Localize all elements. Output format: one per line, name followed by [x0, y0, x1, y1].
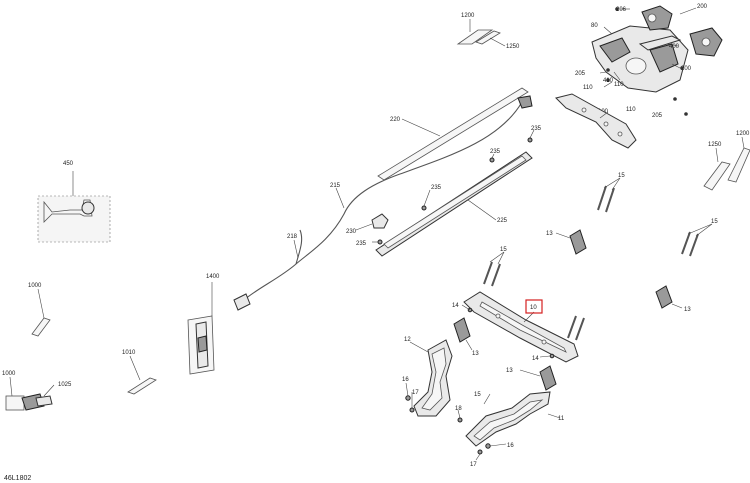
callout-1000-lower: 1000: [2, 371, 16, 377]
callout-16-right: 16: [507, 443, 514, 449]
callout-15-a: 15: [618, 173, 625, 179]
callout-12: 12: [404, 337, 411, 343]
part-15-pins: [483, 177, 713, 405]
callout-10: 10: [530, 305, 537, 311]
callout-1200-top: 1200: [461, 13, 475, 19]
callout-13-b: 13: [684, 307, 691, 313]
part-16-17-18-fasteners: [405, 382, 507, 461]
callout-205-right: 205: [652, 113, 663, 119]
part-11-bracket: [465, 391, 561, 447]
callout-15-c: 15: [500, 247, 507, 253]
callout-15-b: 15: [711, 219, 718, 225]
part-10-bracket: [461, 291, 579, 363]
headlight-housing-assembly: [591, 5, 723, 116]
callout-200-right: 200: [681, 66, 692, 72]
callout-410: 410: [603, 78, 614, 84]
part-1000-plate-a: [31, 288, 51, 337]
callout-13-a: 13: [546, 231, 553, 237]
part-13-bumpers: [453, 229, 683, 391]
callout-215: 215: [330, 183, 341, 189]
callout-218: 218: [287, 234, 298, 240]
callout-1250-right: 1250: [708, 142, 722, 148]
callout-235-c: 235: [431, 185, 442, 191]
part-225-rail: [375, 151, 533, 257]
callout-450: 450: [63, 161, 74, 167]
callout-1400: 1400: [206, 274, 220, 280]
callout-17-left: 17: [412, 390, 419, 396]
callout-110-left: 110: [614, 82, 624, 88]
part-12-bracket: [409, 339, 453, 417]
callout-80: 80: [591, 23, 598, 29]
callout-1025: 1025: [58, 382, 72, 388]
part-1000-plate-b: [5, 376, 25, 411]
callout-1000-upper: 1000: [28, 283, 42, 289]
part-1025-switch: [21, 384, 55, 411]
callout-400: 400: [669, 44, 680, 50]
callout-14-b: 14: [532, 356, 539, 362]
callout-110-lower: 110: [583, 85, 593, 91]
diagram-code: 46L1802: [4, 475, 31, 482]
callout-1200-right: 1200: [736, 131, 750, 137]
callout-110-right: 110: [626, 107, 636, 113]
callout-11: 11: [558, 416, 565, 422]
part-230-clip: [355, 213, 389, 231]
callout-17-right: 17: [470, 462, 477, 468]
callout-205-left: 205: [575, 71, 586, 77]
callout-225: 225: [497, 218, 508, 224]
part-215-harness: [233, 95, 533, 311]
callout-14-a: 14: [452, 303, 459, 309]
callout-1010: 1010: [122, 350, 136, 356]
callout-200-top: 200: [697, 4, 708, 10]
part-100-bracket: [555, 93, 637, 149]
part-1200-lens-right: [703, 136, 750, 191]
part-235-screws: [372, 129, 535, 245]
callout-18: 18: [455, 406, 462, 412]
callout-15-d: 15: [474, 392, 481, 398]
callout-13-d: 13: [506, 368, 513, 374]
part-1400-switch-panel: [187, 282, 215, 375]
part-1200-lens-left: [456, 19, 506, 47]
callout-235-d: 235: [356, 241, 367, 247]
callout-1250-top: 1250: [506, 44, 520, 50]
callout-235-b: 235: [490, 149, 501, 155]
highlighted-callout-box: [525, 299, 543, 314]
callout-13-c: 13: [472, 351, 479, 357]
part-1010-plate: [127, 355, 157, 395]
callout-220: 220: [390, 117, 401, 123]
callout-230: 230: [346, 229, 357, 235]
callout-16-left: 16: [402, 377, 409, 383]
callout-206: 206: [616, 7, 627, 13]
part-220-trim-strip: [377, 87, 529, 181]
callout-235-a: 235: [531, 126, 542, 132]
part-450-inset-box: [37, 171, 111, 243]
